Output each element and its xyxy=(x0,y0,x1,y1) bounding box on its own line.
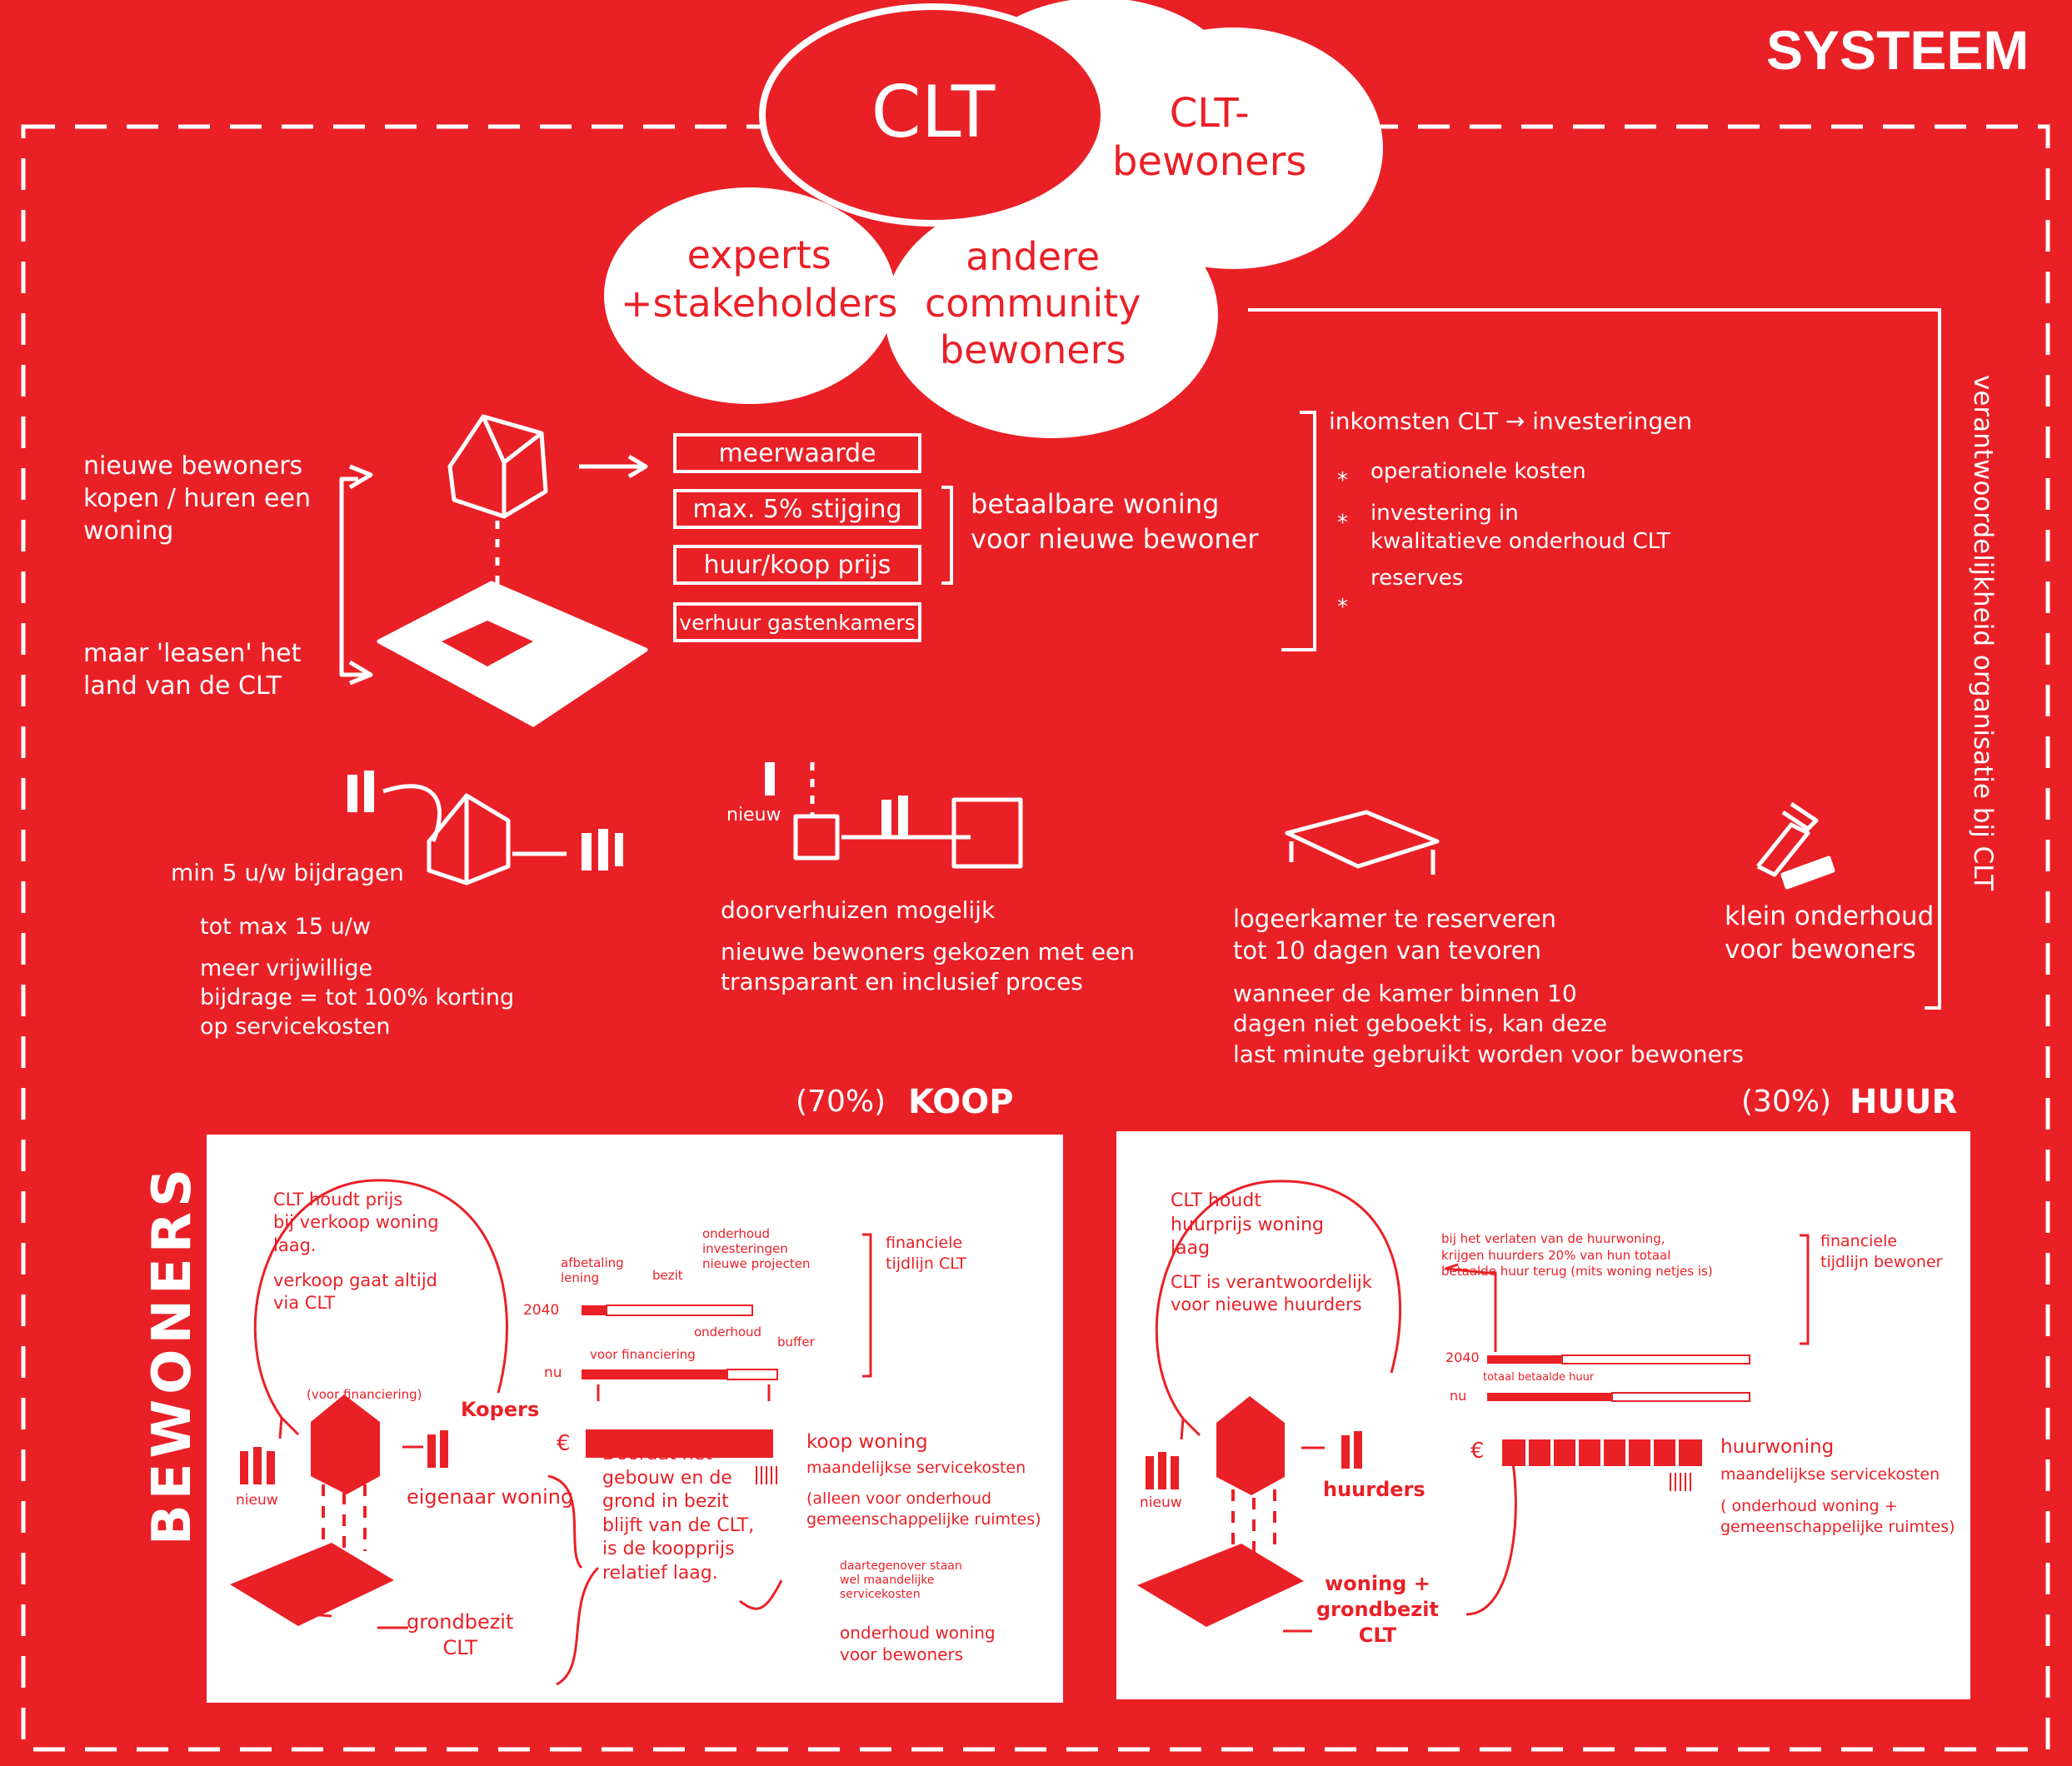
bijdragen-title: min 5 u/w bijdragen xyxy=(171,859,404,886)
nieuw-label: nieuw xyxy=(726,805,781,826)
huur-clt-text: CLT houdt huurprijs woning laag xyxy=(1171,1190,1324,1260)
huur-label: HUUR xyxy=(1850,1083,1958,1121)
koop-kopers: Kopers xyxy=(461,1398,540,1421)
bijdragen-item-1: tot max 15 u/w xyxy=(200,914,371,940)
koop-grondbezit: grondbezit CLT xyxy=(407,1610,514,1660)
price-box-gastenkamers: verhuur gastenkamers xyxy=(673,602,921,642)
koop-y2040: 2040 xyxy=(523,1302,560,1319)
price-box-stijging: max. 5% stijging xyxy=(673,489,921,529)
koop-alleen: (alleen voor onderhoud gemeenschappelijk… xyxy=(806,1489,1041,1529)
huur-euro: € xyxy=(1470,1439,1485,1464)
feature-sketches xyxy=(382,762,1835,890)
page-title: SYSTEEM xyxy=(1766,19,2030,81)
huur-y2040: 2040 xyxy=(1445,1349,1480,1365)
house-land-sketch xyxy=(339,414,648,727)
income-item-2: investering in kwalitatieve onderhoud CL… xyxy=(1371,501,1670,554)
huur-verantw: CLT is verantwoordelijk voor nieuwe huur… xyxy=(1171,1272,1372,1315)
andere-bubble-label: andere community bewoners xyxy=(925,234,1141,373)
bewoners-vertical-label: BEWONERS xyxy=(142,1163,203,1545)
huur-totaal: totaal betaalde huur xyxy=(1483,1371,1595,1384)
koop-clt-text: CLT houdt prijs bij verkoop woning laag. xyxy=(273,1190,439,1255)
price-bracket xyxy=(941,486,953,585)
huur-bij-verlaten: bij het verlaten van de huurwoning, krij… xyxy=(1441,1231,1713,1279)
bijdragen-item-2: meer vrijwillige bijdrage = tot 100% kor… xyxy=(200,955,515,1040)
koop-label: KOOP xyxy=(908,1083,1014,1121)
klein-onderhoud-note: klein onderhoud voor bewoners xyxy=(1725,901,1935,965)
price-box-prijs: huur/koop prijs xyxy=(673,545,921,585)
koop-voor-financiering: (voor financiering) xyxy=(307,1387,422,1402)
koop-panel: CLT houdt prijs bij verkoop woning laag.… xyxy=(207,1135,1063,1703)
koop-afbetaling: afbetaling lening xyxy=(561,1255,624,1285)
koop-doordat: Doordat het gebouw en de grond in bezit … xyxy=(602,1444,755,1584)
clt-bewoners-bubble-label: CLT- bewoners xyxy=(1112,90,1307,185)
side-responsibility-label: verantwoordelijkheid organisatie bij CLT xyxy=(1968,375,1998,891)
koop-nu: nu xyxy=(544,1364,562,1381)
huur-nieuw: nieuw xyxy=(1140,1494,1182,1511)
income-title: inkomsten CLT → investeringen xyxy=(1329,407,1693,435)
huur-woning-grond: woning + grondbezit CLT xyxy=(1316,1572,1439,1648)
experts-bubble-label: experts +stakeholders xyxy=(621,232,898,326)
koop-percentage: (70%) xyxy=(796,1085,886,1119)
income-item-1: operationele kosten xyxy=(1371,459,1586,484)
betaalbare-woning-note: betaalbare woning voor nieuwe bewoner xyxy=(971,488,1259,555)
logeer-item-2: wanneer de kamer binnen 10 dagen niet ge… xyxy=(1233,980,1745,1068)
koop-onderhoud-woning: onderhoud woning voor bewoners xyxy=(840,1623,996,1664)
income-item-3: reserves xyxy=(1371,566,1464,591)
koop-verkoop-text: verkoop gaat altijd via CLT xyxy=(273,1270,438,1314)
koop-maand: maandelijkse servicekosten xyxy=(806,1459,1026,1477)
clt-bubble xyxy=(759,3,1107,227)
huur-fin-tijdlijn: financiele tijdlijn bewoner xyxy=(1820,1232,1943,1271)
huur-onderhoud: ( onderhoud woning + gemeenschappelijke … xyxy=(1720,1497,1955,1536)
huur-panel-artwork xyxy=(1137,1180,1810,1633)
logeer-item-1: logeerkamer te reserveren tot 10 dagen v… xyxy=(1233,905,1557,965)
huur-nu: nu xyxy=(1450,1388,1467,1404)
huur-panel: CLT houdt huurprijs woning laag CLT is v… xyxy=(1116,1131,1970,1699)
note-leasen: maar 'leasen' het land van de CLT xyxy=(83,639,302,701)
clt-bubble-label: CLT xyxy=(871,71,996,154)
responsibility-bracket xyxy=(1248,308,1941,1010)
koop-voor-fin2: voor financiering xyxy=(590,1347,696,1362)
doorverhuizen-item-2: nieuwe bewoners gekozen met een transpar… xyxy=(721,938,1136,996)
doorverhuizen-item-1: doorverhuizen mogelijk xyxy=(721,896,996,924)
koop-eigenaar: eigenaar woning xyxy=(407,1485,574,1509)
koop-nieuw: nieuw xyxy=(236,1492,278,1509)
people-icons xyxy=(347,762,908,871)
koop-onderhoud-inv: onderhoud investeringen nieuwe projecten xyxy=(702,1226,811,1271)
koop-koop-woning: koop woning xyxy=(806,1431,928,1453)
income-bullets: *** xyxy=(1337,468,1348,621)
koop-buffer: buffer xyxy=(777,1334,815,1349)
huur-huurwoning: huurwoning xyxy=(1720,1436,1835,1458)
huur-huurders: huurders xyxy=(1323,1478,1425,1501)
income-bracket xyxy=(1281,411,1316,651)
koop-bezit: bezit xyxy=(652,1268,683,1283)
koop-panel-artwork xyxy=(230,1179,872,1686)
huur-maand: maandelijkse servicekosten xyxy=(1720,1465,1940,1484)
note-nieuwe-bewoners: nieuwe bewoners kopen / huren een woning xyxy=(83,451,311,546)
koop-fin-tijdlijn: financiele tijdlijn CLT xyxy=(886,1234,966,1273)
koop-euro: € xyxy=(557,1431,571,1456)
price-box-meerwaarde: meerwaarde xyxy=(673,433,921,473)
koop-daartegenover: daartegenover staan wel maandelijke serv… xyxy=(840,1559,962,1601)
huur-percentage: (30%) xyxy=(1741,1085,1832,1119)
koop-onderhoud: onderhoud xyxy=(694,1324,762,1339)
